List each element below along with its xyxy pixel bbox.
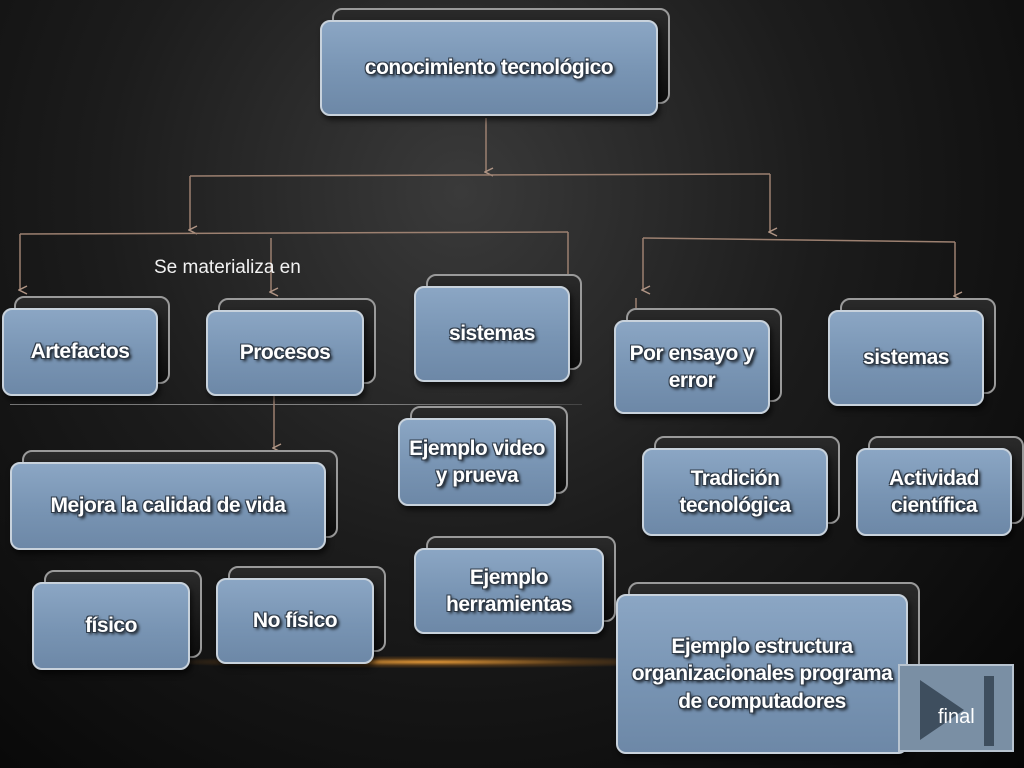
node-por-ensayo-y-error: Por ensayo y error — [614, 308, 782, 414]
node-label: Artefactos — [30, 340, 130, 364]
node-artefactos: Artefactos — [2, 296, 170, 396]
annotation-se-materializa: Se materializa en — [154, 257, 301, 278]
divider-line — [10, 404, 582, 405]
node-actividad-cientifica: Actividad científica — [856, 436, 1024, 536]
node-label: sistemas — [449, 322, 535, 346]
node-label: físico — [85, 614, 137, 638]
node-label: Tradición tecnológica — [679, 466, 791, 517]
node-label: sistemas — [863, 346, 949, 370]
node-ejemplo-video: Ejemplo video y prueva — [398, 406, 568, 506]
root-branch-bar — [189, 173, 771, 177]
node-label: conocimiento tecnológico — [364, 56, 614, 80]
node-conocimiento-tecnologico: conocimiento tecnológico — [320, 8, 670, 116]
node-label: Actividad científica — [888, 466, 980, 517]
final-button[interactable]: final — [898, 664, 1014, 752]
node-sistemas-left: sistemas — [414, 274, 582, 382]
node-label: Mejora la calidad de vida — [50, 494, 286, 518]
node-label: Ejemplo herramientas — [446, 565, 572, 616]
node-label: Ejemplo estructura organizacionales prog… — [631, 635, 893, 713]
node-label: Por ensayo y error — [629, 341, 755, 392]
left-group-bar — [19, 231, 569, 235]
end-bar-icon — [984, 676, 994, 746]
node-label: No físico — [252, 609, 338, 633]
node-label: Procesos — [239, 341, 331, 365]
node-no-fisico: No físico — [216, 566, 386, 664]
node-sistemas-right: sistemas — [828, 298, 996, 406]
node-tradicion-tecnologica: Tradición tecnológica — [642, 436, 840, 536]
node-mejora-calidad-de-vida: Mejora la calidad de vida — [10, 450, 338, 550]
final-label: final — [938, 706, 975, 728]
right-group-bar — [642, 237, 956, 243]
node-label: Ejemplo video y prueva — [409, 436, 545, 487]
node-procesos: Procesos — [206, 298, 376, 396]
node-ejemplo-estructura: Ejemplo estructura organizacionales prog… — [616, 582, 920, 754]
node-fisico: físico — [32, 570, 202, 670]
play-end-icon — [920, 680, 964, 740]
node-ejemplo-herramientas: Ejemplo herramientas — [414, 536, 616, 634]
